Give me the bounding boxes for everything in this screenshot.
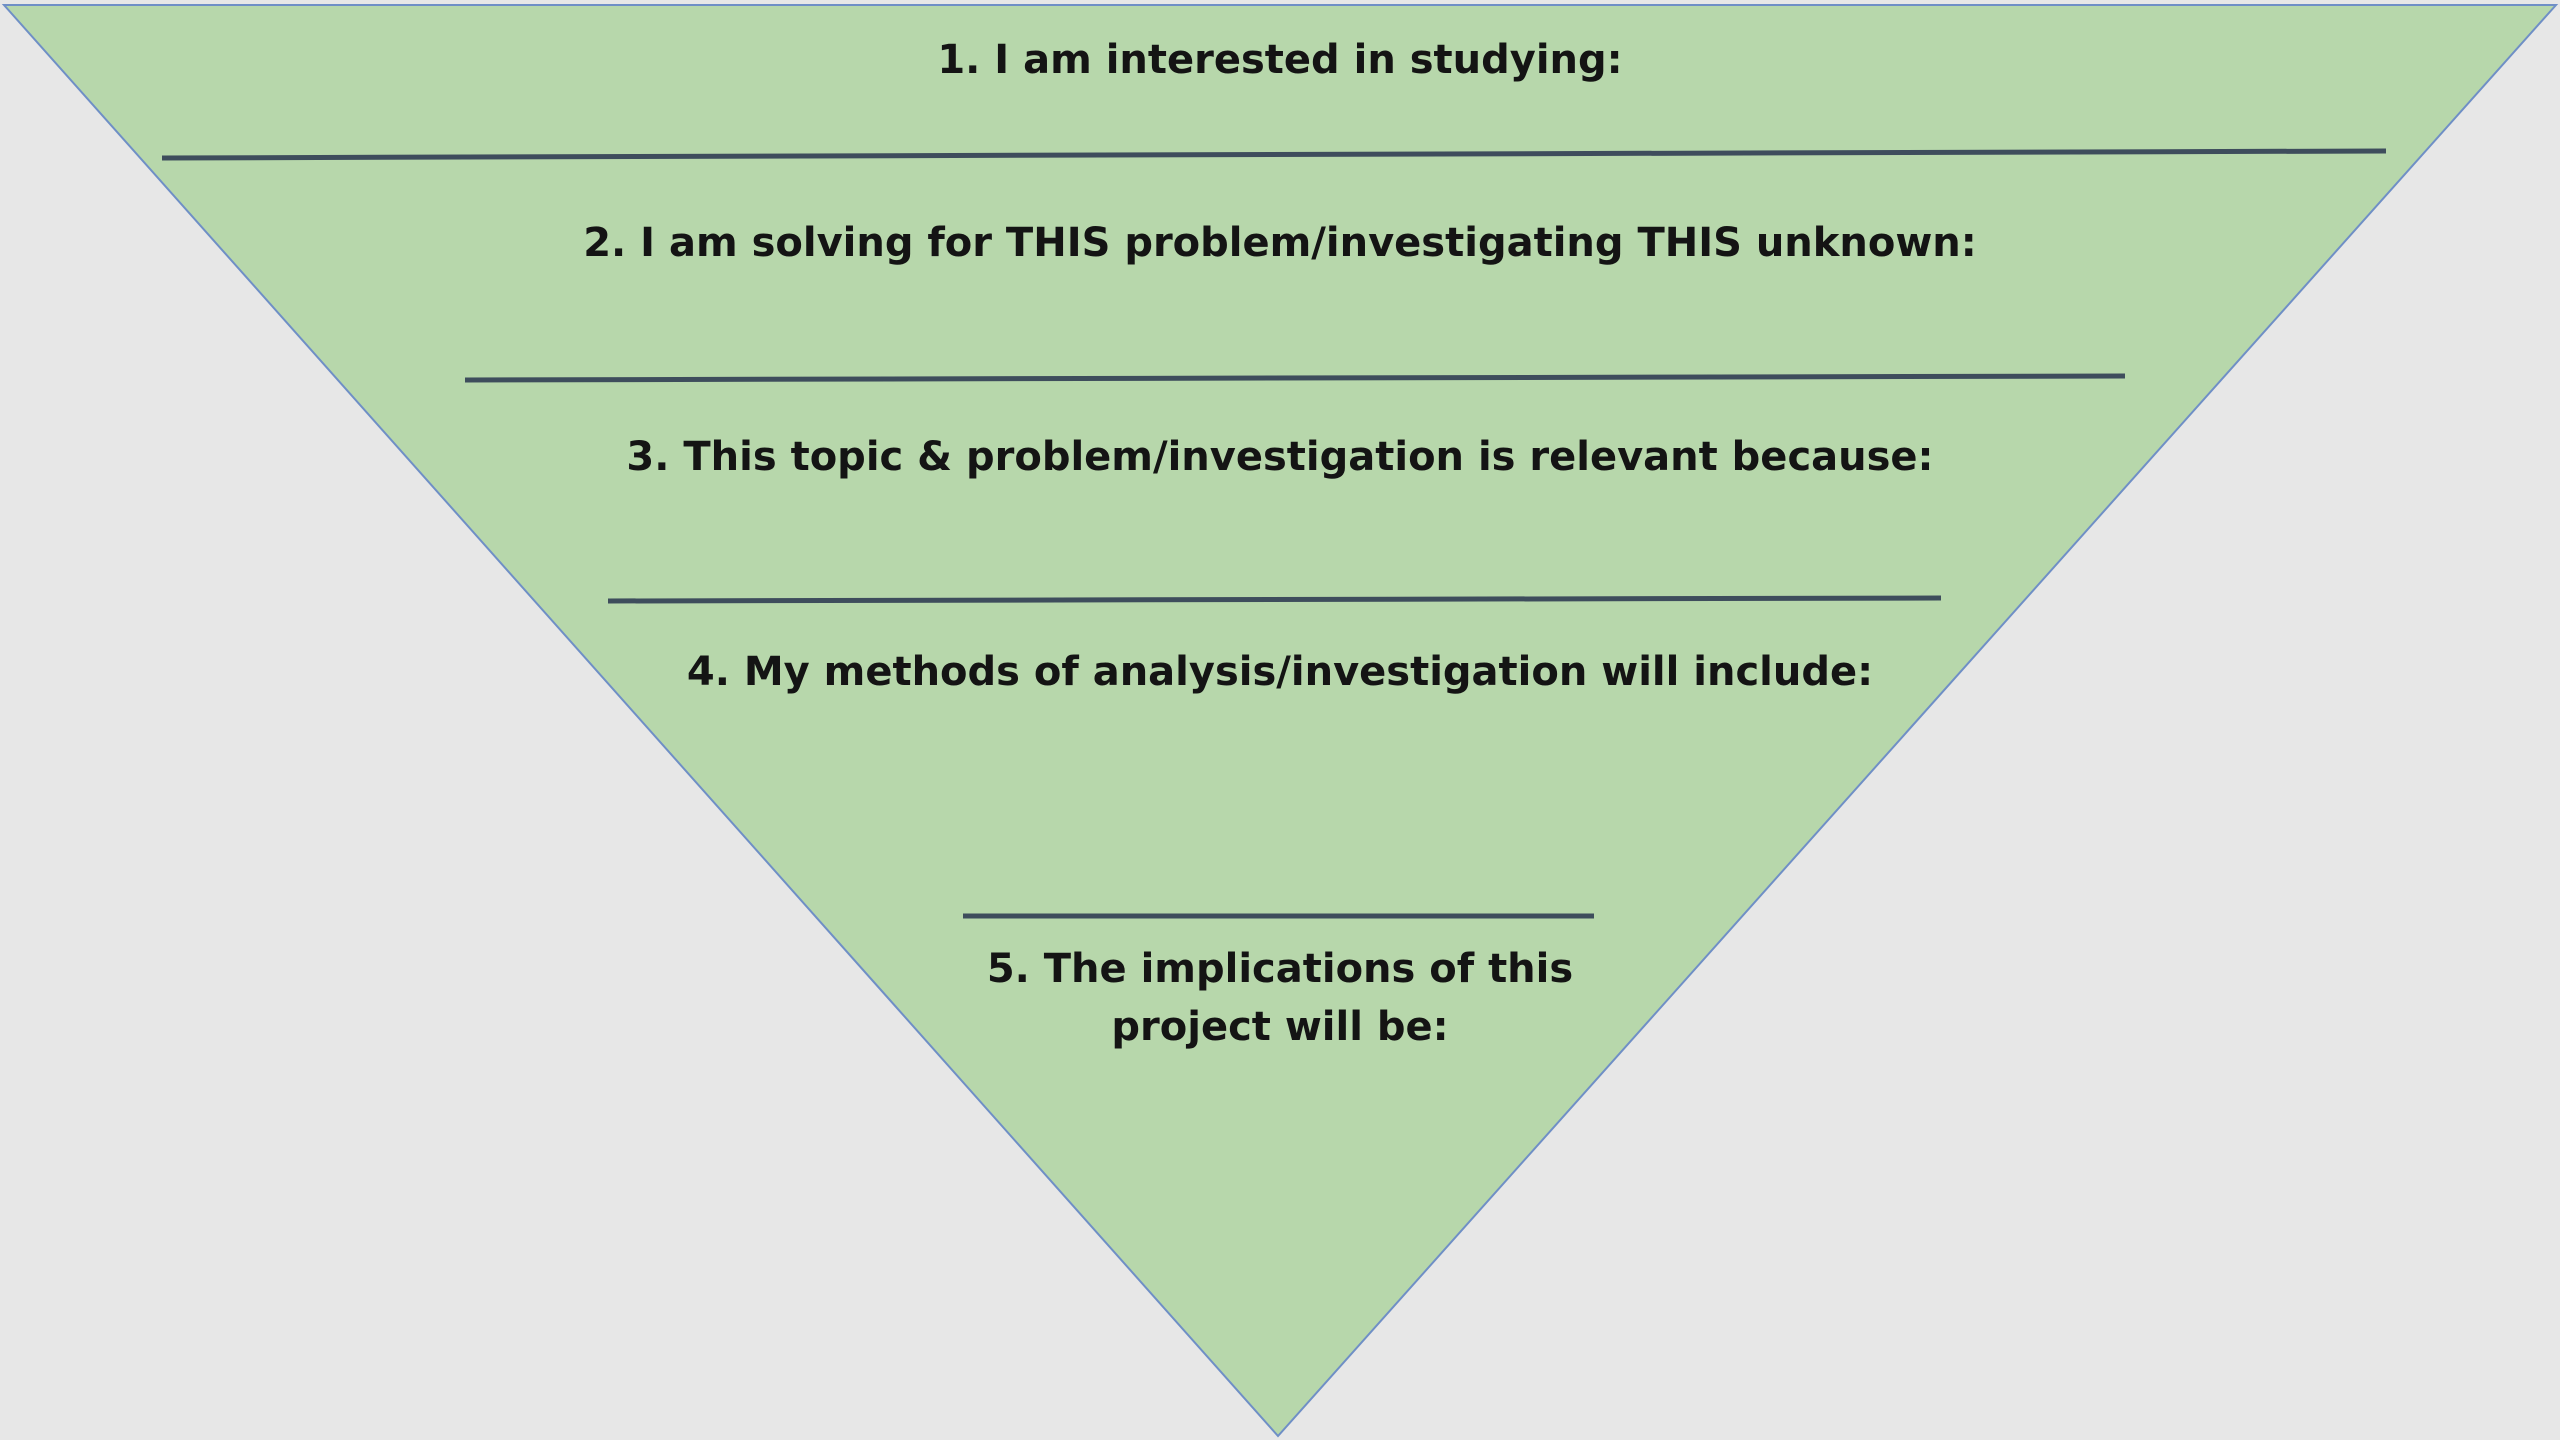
divider-line-2 [464, 373, 2126, 383]
section-5-text-line-2: project will be: [1111, 1004, 1449, 1050]
section-2-label: 2. I am solving for THIS problem/investi… [0, 214, 2560, 272]
section-5-text-line-1: 5. The implications of this [986, 946, 1574, 992]
section-3-text: 3. This topic & problem/investigation is… [626, 434, 1934, 480]
section-4-label: 4. My methods of analysis/investigation … [0, 643, 2560, 701]
divider-line-3 [607, 595, 1942, 604]
section-4-text: 4. My methods of analysis/investigation … [686, 649, 1874, 695]
section-3-label: 3. This topic & problem/investigation is… [0, 428, 2560, 486]
section-5-label: 5. The implications of this project will… [0, 940, 2560, 1056]
section-1-label: 1. I am interested in studying: [0, 31, 2560, 89]
divider-line-1 [161, 148, 2387, 161]
section-2-text: 2. I am solving for THIS problem/investi… [583, 220, 1977, 266]
inverted-triangle-funnel [1, 4, 2559, 1438]
section-1-text: 1. I am interested in studying: [937, 37, 1623, 83]
